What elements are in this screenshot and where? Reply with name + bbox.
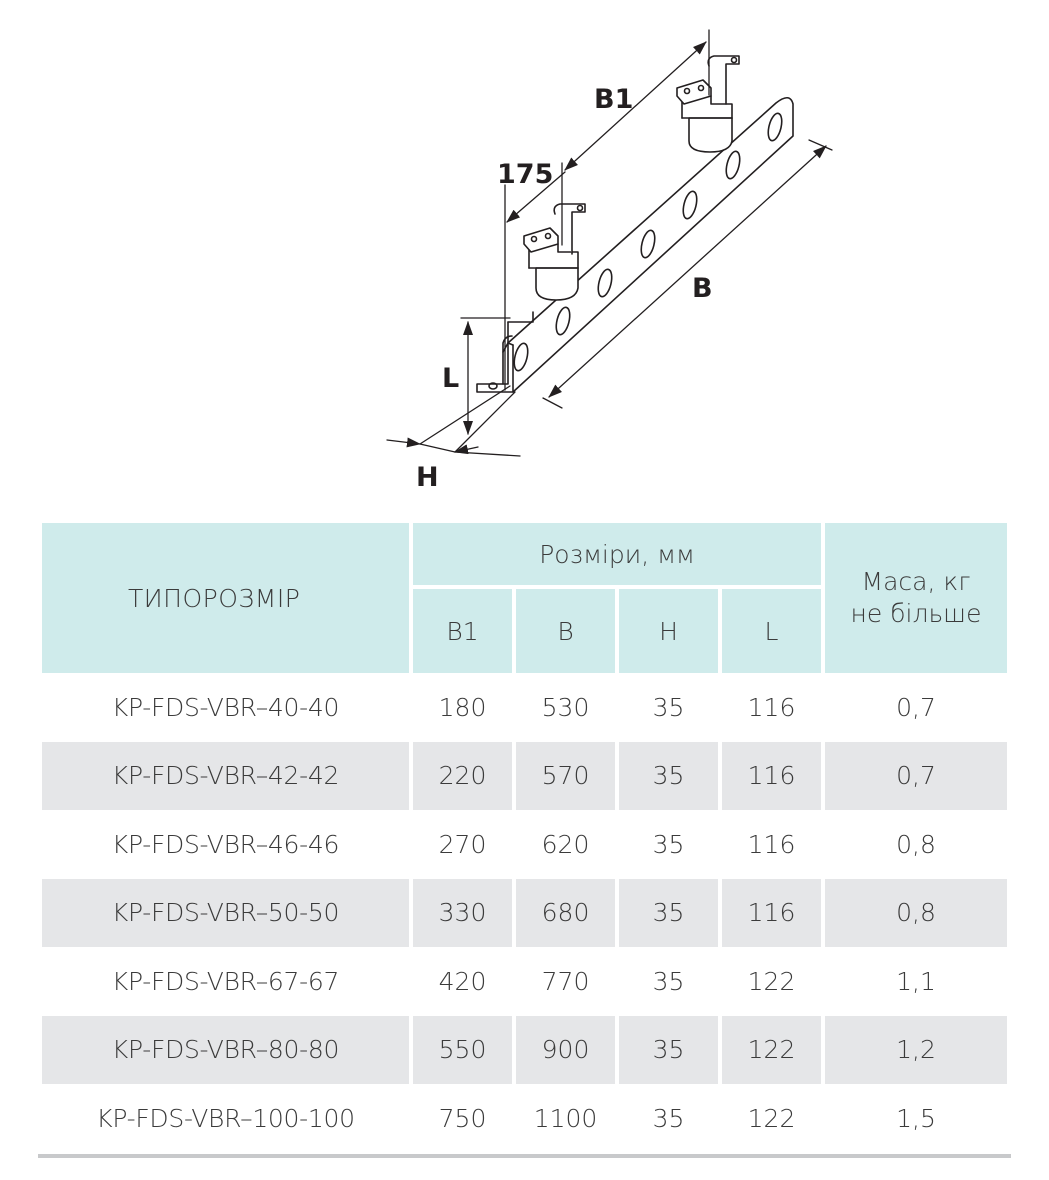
cell-h: 35	[619, 1015, 718, 1084]
cell-b: 620	[541, 829, 590, 859]
header-mass-line2: не більше	[850, 599, 982, 628]
cell-model: KP-FDS-VBR–42-42	[42, 741, 409, 810]
cell-model: KP-FDS-VBR–46-46	[111, 829, 340, 859]
cell-l: 116	[747, 692, 796, 722]
cell-b1: 420	[438, 966, 487, 996]
cell-model: KP-FDS-VBR–100-100	[96, 1103, 355, 1133]
bottom-rule	[38, 1154, 1011, 1158]
cell-h: 35	[652, 1103, 685, 1133]
cell-l: 122	[722, 1015, 822, 1084]
cell-h: 35	[652, 966, 685, 996]
label-h: H	[416, 462, 439, 493]
cell-b1: 330	[413, 878, 512, 947]
cell-b1: 270	[438, 829, 487, 859]
cell-model: KP-FDS-VBR–50-50	[42, 878, 409, 947]
table-subheader-row: B1 B H L	[42, 585, 1007, 673]
cell-l: 116	[722, 878, 822, 947]
cell-l: 116	[722, 741, 822, 810]
cell-b1: 220	[413, 741, 512, 810]
cell-b: 1100	[533, 1103, 598, 1133]
cell-b: 900	[516, 1015, 615, 1084]
label-offset: 175	[497, 159, 553, 190]
cell-mass: 0,7	[896, 692, 936, 722]
table-row: KP-FDS-VBR–50-50 330 680 35 116 0,8	[42, 878, 1008, 947]
table-row: KP-FDS-VBR–67-67 420 770 35 122 1,1	[42, 947, 1007, 1016]
spec-table: ТИПОРОЗМІР Розміри, мм Маса, кг не більш…	[38, 523, 1011, 1153]
cell-l: 122	[747, 1103, 796, 1133]
cell-mass: 0,8	[825, 878, 1008, 947]
cell-mass: 0,7	[825, 741, 1008, 810]
cell-b: 680	[516, 878, 615, 947]
table-row: KP-FDS-VBR–80-80 550 900 35 122 1,2	[42, 1015, 1008, 1084]
cell-mass: 1,2	[825, 1015, 1008, 1084]
cell-model: KP-FDS-VBR–40-40	[111, 692, 340, 722]
cell-h: 35	[652, 829, 685, 859]
table-header-row: ТИПОРОЗМІР Розміри, мм Маса, кг не більш…	[42, 523, 1008, 673]
table-row: KP-FDS-VBR–46-46 270 620 35 116 0,8	[42, 810, 1007, 879]
cell-mass: 1,5	[896, 1103, 936, 1133]
cell-b: 770	[541, 966, 590, 996]
cell-h: 35	[619, 741, 718, 810]
label-l: L	[442, 363, 459, 394]
header-dimensions: Розміри, мм	[413, 523, 822, 585]
clamp-front	[523, 203, 586, 301]
cell-mass: 1,1	[896, 966, 936, 996]
table-row: KP-FDS-VBR–40-40 180 530 35 116 0,7	[42, 673, 1007, 742]
cell-b1: 550	[413, 1015, 512, 1084]
cell-model: KP-FDS-VBR–67-67	[111, 966, 340, 996]
bracket-technical-drawing: B1 175 B L H	[386, 29, 833, 493]
cell-b: 570	[516, 741, 615, 810]
cell-h: 35	[652, 692, 685, 722]
header-b: B	[516, 585, 615, 673]
table-row: KP-FDS-VBR–100-100 750 1100 35 122 1,5	[42, 1084, 1007, 1153]
clamp-back	[676, 55, 740, 153]
header-model: ТИПОРОЗМІР	[42, 523, 409, 673]
dimension-lines	[386, 29, 833, 457]
label-b1: B1	[594, 84, 633, 115]
cell-model: KP-FDS-VBR–80-80	[42, 1015, 409, 1084]
cell-l: 116	[747, 829, 796, 859]
header-mass-line1: Маса, кг	[861, 566, 971, 596]
cell-b1: 750	[438, 1103, 487, 1133]
header-mass: Маса, кг не більше	[825, 523, 1008, 673]
cell-b: 530	[541, 692, 590, 722]
cell-l: 122	[747, 966, 796, 996]
header-h: H	[619, 585, 718, 673]
cell-b1: 180	[438, 692, 487, 722]
cell-h: 35	[619, 878, 718, 947]
cell-mass: 0,8	[896, 829, 936, 859]
header-l: L	[722, 585, 822, 673]
label-b: B	[692, 273, 713, 304]
header-b1: B1	[413, 585, 512, 673]
table-row: KP-FDS-VBR–42-42 220 570 35 116 0,7	[42, 741, 1008, 810]
